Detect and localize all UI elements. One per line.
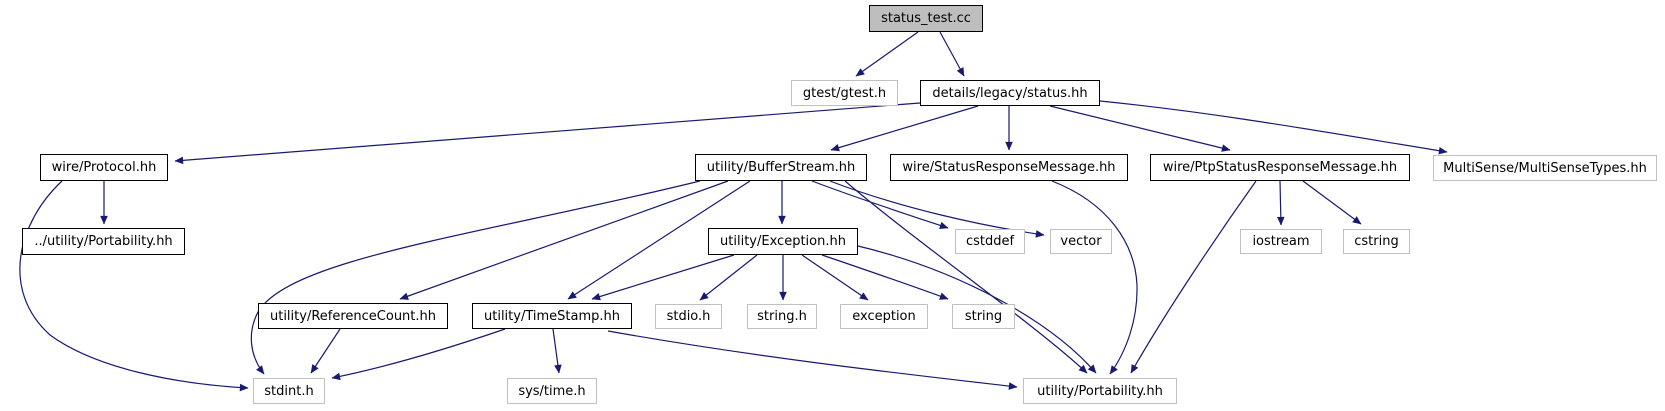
node-label: cstring: [1354, 234, 1399, 249]
node-cstddef: cstddef: [955, 229, 1025, 254]
node-label: exception: [852, 309, 916, 324]
edge-timestamp-systime: [552, 328, 562, 374]
node-label: utility/Portability.hh: [1037, 383, 1163, 399]
node-utility-timestamp-hh[interactable]: utility/TimeStamp.hh: [472, 303, 632, 329]
edge-bufferstream-portability: [844, 180, 1088, 374]
edge-exception-stdio: [699, 254, 758, 301]
edge-exception-exception: [801, 254, 869, 301]
node-label: ../utility/Portability.hh: [34, 234, 173, 249]
node-vector: vector: [1050, 229, 1112, 254]
node-label: stdint.h: [264, 383, 314, 399]
node-wire-protocol-hh[interactable]: wire/Protocol.hh: [40, 154, 168, 181]
node-stdint-h: stdint.h: [253, 378, 325, 404]
edge-bufferstream-stdint: [250, 180, 701, 375]
node-label: utility/BufferStream.hh: [706, 160, 856, 175]
node-utility-referencecount-hh[interactable]: utility/ReferenceCount.hh: [258, 303, 448, 329]
node-label: sys/time.h: [518, 383, 586, 399]
node-status-test-cc: status_test.cc: [869, 5, 983, 32]
node-label: string.h: [757, 309, 807, 324]
node-rel-utility-portability-hh[interactable]: ../utility/Portability.hh: [22, 228, 185, 255]
node-wire-ptpstatusresponsemessage-hh[interactable]: wire/PtpStatusResponseMessage.hh: [1150, 154, 1410, 181]
node-details-legacy-status-hh[interactable]: details/legacy/status.hh: [920, 80, 1100, 106]
edge-bufferstream-referencecount: [399, 180, 729, 300]
node-label: utility/TimeStamp.hh: [484, 308, 620, 324]
node-string: string: [952, 304, 1015, 329]
edge-exception-string: [821, 254, 949, 300]
edge-ptpstatusresponse-iostream: [1277, 180, 1285, 226]
node-gtest-gtest-h: gtest/gtest.h: [791, 80, 898, 106]
edge-status-protocol: [174, 102, 921, 165]
node-label: iostream: [1252, 234, 1310, 249]
edge-referencecount-stdint: [310, 328, 341, 374]
edge-exception-portability: [857, 245, 1097, 374]
node-label: utility/Exception.hh: [720, 234, 846, 249]
node-label: vector: [1060, 234, 1102, 249]
edge-ptpstatusresponse-portability: [1130, 180, 1257, 374]
node-label: gtest/gtest.h: [802, 85, 887, 101]
edge-ptpstatusresponse-cstring: [1302, 180, 1362, 225]
node-label: utility/ReferenceCount.hh: [269, 308, 437, 324]
edge-bufferstream-cstddef: [811, 180, 949, 230]
edge-bufferstream-timestamp: [567, 180, 751, 300]
node-exception: exception: [840, 304, 928, 329]
edge-timestamp-stdint: [331, 328, 506, 381]
node-wire-statusresponsemessage-hh[interactable]: wire/StatusResponseMessage.hh: [890, 154, 1128, 181]
node-label: MultiSense/MultiSenseTypes.hh: [1443, 160, 1647, 176]
edge-statustest-gtest: [855, 31, 919, 77]
edge-status-bufferstream: [830, 105, 979, 152]
node-multisense-multisensetypes-hh: MultiSense/MultiSenseTypes.hh: [1433, 155, 1657, 181]
node-label: status_test.cc: [881, 11, 971, 26]
edge-statusresponse-portability: [1051, 180, 1138, 375]
edge-status-ptpstatusresponse: [1049, 105, 1231, 152]
node-label: cstddef: [965, 234, 1015, 249]
edge-bufferstream-vector: [829, 180, 1045, 238]
node-stdio-h: stdio.h: [655, 304, 722, 329]
node-utility-bufferstream-hh[interactable]: utility/BufferStream.hh: [695, 154, 867, 181]
edge-exception-timestamp: [591, 254, 735, 301]
edge-status-multisensetypes: [1099, 100, 1448, 155]
node-label: stdio.h: [666, 309, 711, 324]
node-utility-exception-hh[interactable]: utility/Exception.hh: [708, 228, 858, 255]
node-label: string: [964, 309, 1003, 324]
node-iostream: iostream: [1240, 229, 1322, 254]
node-label: wire/Protocol.hh: [51, 160, 157, 175]
node-label: wire/StatusResponseMessage.hh: [902, 160, 1116, 175]
edge-statustest-status: [939, 31, 965, 77]
node-string-h: string.h: [747, 304, 817, 329]
node-label: wire/PtpStatusResponseMessage.hh: [1162, 160, 1398, 175]
node-label: details/legacy/status.hh: [932, 85, 1088, 101]
node-sys-time-h: sys/time.h: [507, 378, 597, 404]
node-cstring: cstring: [1343, 229, 1410, 254]
node-utility-portability-hh: utility/Portability.hh: [1023, 378, 1177, 404]
edge-timestamp-portability: [607, 330, 1018, 390]
edge-protocol-stdint: [19, 180, 249, 392]
